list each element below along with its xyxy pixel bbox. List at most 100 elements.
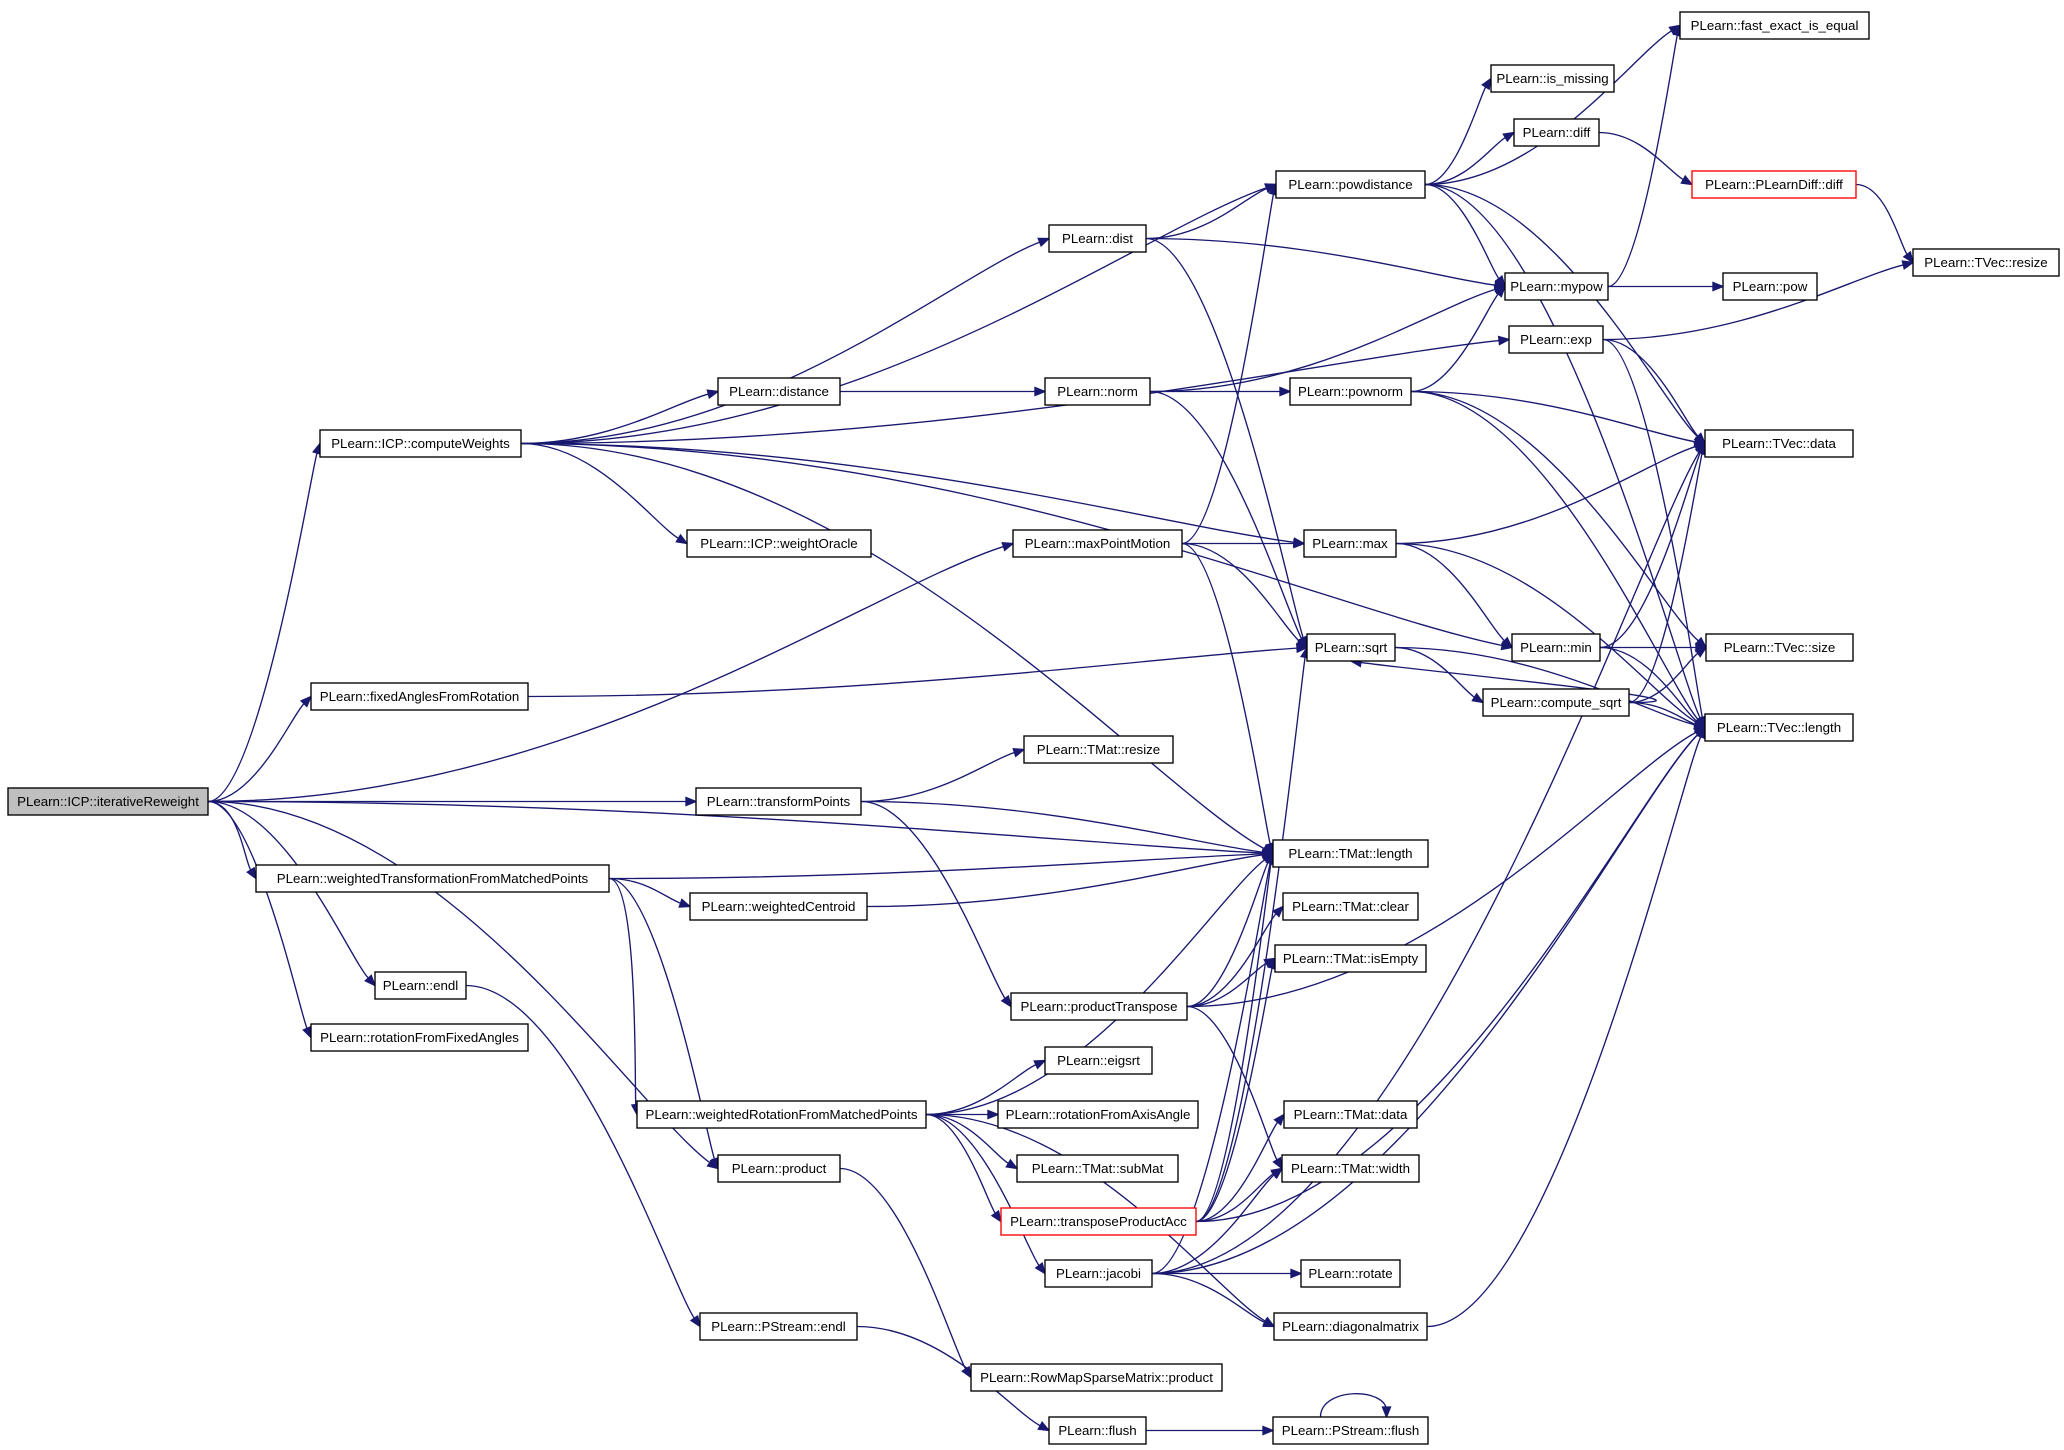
node-plearn-weightedtransformationfrommatchedpoints[interactable]: PLearn::weightedTransformationFromMatche…: [255, 864, 610, 893]
node-plearn-producttranspose[interactable]: PLearn::productTranspose: [1010, 992, 1188, 1021]
edge-line: [1395, 542, 1506, 642]
node-label: PLearn::sqrt: [1315, 640, 1388, 655]
node-label: PLearn::endl: [383, 978, 458, 993]
node-plearn-mypow[interactable]: PLearn::mypow: [1504, 272, 1609, 301]
arrowhead-icon: [1297, 635, 1308, 650]
node-plearn-exp[interactable]: PLearn::exp: [1508, 325, 1604, 354]
node-plearn-compute-sqrt[interactable]: PLearn::compute_sqrt: [1482, 688, 1630, 717]
node-plearn-tmat-clear[interactable]: PLearn::TMat::clear: [1282, 892, 1419, 921]
node-plearn-fast-exact-is-equal[interactable]: PLearn::fast_exact_is_equal: [1679, 11, 1870, 40]
edge-line: [465, 984, 695, 1319]
node-label: PLearn::is_missing: [1496, 71, 1608, 86]
arrowhead-icon: [364, 974, 377, 987]
node-plearn-eigsrt[interactable]: PLearn::eigsrt: [1044, 1046, 1153, 1075]
arrowhead-icon: [1272, 905, 1285, 918]
node-box: [686, 529, 872, 558]
edge-line: [1410, 293, 1499, 393]
call-edge-plearn-producttranspose-to-plearn-tmat-clear: [1186, 905, 1285, 1008]
arrowhead-icon: [706, 389, 720, 400]
node-plearn-tmat-submat[interactable]: PLearn::TMat::subMat: [1016, 1154, 1179, 1183]
node-plearn-max[interactable]: PLearn::max: [1303, 529, 1397, 558]
edge-line: [207, 800, 1264, 854]
node-plearn-dist[interactable]: PLearn::dist: [1048, 224, 1147, 253]
node-label: PLearn::TVec::data: [1722, 436, 1836, 451]
call-edge-plearn-dist-to-plearn-powdistance: [1145, 183, 1278, 240]
call-edge-plearn-icp-iterativereweight-to-plearn-weightedtransformationfrommatchedpoints: [207, 800, 257, 881]
node-plearn-tmat-isempty[interactable]: PLearn::TMat::isEmpty: [1274, 944, 1427, 973]
node-plearn-pstream-endl[interactable]: PLearn::PStream::endl: [699, 1312, 858, 1341]
node-plearn-rowmapsparsematrix-product[interactable]: PLearn::RowMapSparseMatrix::product: [970, 1363, 1223, 1392]
call-edge-plearn-diff-to-plearn-plearndiff-diff: [1598, 131, 1694, 186]
node-plearn-rotationfromaxisangle[interactable]: PLearn::rotationFromAxisAngle: [997, 1100, 1199, 1129]
node-plearn-weightedcentroid[interactable]: PLearn::weightedCentroid: [689, 892, 868, 921]
node-plearn-tmat-data[interactable]: PLearn::TMat::data: [1283, 1100, 1418, 1129]
node-plearn-transformpoints[interactable]: PLearn::transformPoints: [695, 787, 862, 816]
edge-line: [1151, 451, 1701, 1275]
node-plearn-norm[interactable]: PLearn::norm: [1044, 377, 1151, 406]
edge-line: [866, 854, 1264, 908]
node-label: PLearn::fast_exact_is_equal: [1691, 18, 1859, 33]
node-plearn-fixedanglesfromrotation[interactable]: PLearn::fixedAnglesFromRotation: [310, 682, 529, 711]
call-edge-plearn-weightedrotationfrommatchedpoints-to-plearn-tmat-length: [925, 852, 1275, 1116]
node-plearn-maxpointmotion[interactable]: PLearn::maxPointMotion: [1012, 529, 1183, 558]
node-plearn-diagonalmatrix[interactable]: PLearn::diagonalmatrix: [1273, 1312, 1428, 1341]
edge-line: [1628, 452, 1703, 704]
edge-line: [1602, 338, 1699, 437]
node-plearn-endl[interactable]: PLearn::endl: [374, 971, 467, 1000]
function-nodes: PLearn::ICP::iterativeReweight PLearn::IC…: [7, 11, 2060, 1445]
node-plearn-min[interactable]: PLearn::min: [1511, 633, 1601, 662]
node-plearn-transposeproductacc[interactable]: PLearn::transposeProductAcc: [1000, 1207, 1197, 1236]
node-label: PLearn::TVec::length: [1717, 720, 1841, 735]
node-plearn-powdistance[interactable]: PLearn::powdistance: [1275, 170, 1426, 199]
edge-line: [1394, 646, 1696, 726]
arrowhead-icon: [1694, 646, 1708, 658]
edge-line: [1424, 183, 1500, 280]
node-box: [310, 1023, 529, 1052]
call-edge-plearn-pownorm-to-plearn-tvec-length: [1410, 390, 1707, 729]
node-plearn-icp-weightoracle[interactable]: PLearn::ICP::weightOracle: [686, 529, 872, 558]
node-plearn-rotate[interactable]: PLearn::rotate: [1300, 1259, 1401, 1288]
node-plearn-tmat-resize[interactable]: PLearn::TMat::resize: [1023, 735, 1174, 764]
node-plearn-tvec-length[interactable]: PLearn::TVec::length: [1704, 713, 1854, 742]
arrowhead-icon: [1272, 1156, 1283, 1171]
node-plearn-sqrt[interactable]: PLearn::sqrt: [1306, 633, 1396, 662]
node-plearn-weightedrotationfrommatchedpoints[interactable]: PLearn::weightedRotationFromMatchedPoint…: [636, 1100, 927, 1129]
arrowhead-icon: [1502, 131, 1516, 143]
node-plearn-flush[interactable]: PLearn::flush: [1048, 1416, 1147, 1445]
node-plearn-jacobi[interactable]: PLearn::jacobi: [1044, 1259, 1153, 1288]
call-edge-plearn-diagonalmatrix-to-plearn-tvec-length: [1426, 725, 1706, 1328]
call-edge-plearn-jacobi-to-plearn-tvec-length: [1151, 726, 1707, 1275]
arrowhead-icon: [675, 533, 689, 545]
node-plearn-tvec-data[interactable]: PLearn::TVec::data: [1704, 429, 1854, 458]
node-plearn-tmat-length[interactable]: PLearn::TMat::length: [1272, 839, 1429, 868]
edge-line: [1186, 731, 1697, 1008]
node-plearn-pow[interactable]: PLearn::pow: [1722, 272, 1818, 301]
node-label: PLearn::TMat::clear: [1292, 899, 1409, 914]
node-plearn-is-missing[interactable]: PLearn::is_missing: [1490, 64, 1615, 93]
node-label: PLearn::RowMapSparseMatrix::product: [980, 1370, 1213, 1385]
call-edge-plearn-maxpointmotion-to-plearn-sqrt: [1181, 542, 1309, 649]
call-edge-plearn-weightedtransformationfrommatchedpoints-to-plearn-product: [608, 877, 719, 1171]
node-plearn-diff[interactable]: PLearn::diff: [1513, 118, 1600, 147]
arrowhead-icon: [1680, 174, 1694, 186]
node-plearn-icp-iterativereweight[interactable]: PLearn::ICP::iterativeReweight: [7, 787, 209, 816]
node-plearn-icp-computeweights[interactable]: PLearn::ICP::computeWeights: [319, 429, 522, 458]
arrowhead-icon: [246, 866, 257, 881]
node-plearn-tvec-resize[interactable]: PLearn::TVec::resize: [1912, 248, 2060, 277]
arrowhead-icon: [1494, 285, 1507, 298]
node-label: PLearn::productTranspose: [1021, 999, 1178, 1014]
node-plearn-rotationfromfixedangles[interactable]: PLearn::rotationFromFixedAngles: [310, 1023, 529, 1052]
node-plearn-product[interactable]: PLearn::product: [717, 1154, 841, 1183]
node-box: [1000, 1207, 1197, 1236]
edge-line: [1628, 652, 1699, 704]
node-plearn-tvec-size[interactable]: PLearn::TVec::size: [1705, 633, 1854, 662]
call-edge-plearn-compute-sqrt-to-plearn-tvec-size: [1628, 646, 1708, 704]
node-plearn-tmat-width[interactable]: PLearn::TMat::width: [1281, 1154, 1420, 1183]
edge-line: [1394, 646, 1475, 698]
node-plearn-plearndiff-diff[interactable]: PLearn::PLearnDiff::diff: [1691, 170, 1857, 199]
node-plearn-pownorm[interactable]: PLearn::pownorm: [1289, 377, 1412, 406]
edge-line: [925, 1113, 1009, 1164]
arrowhead-icon: [302, 1025, 312, 1040]
node-plearn-distance[interactable]: PLearn::distance: [717, 377, 841, 406]
node-plearn-pstream-flush[interactable]: PLearn::PStream::flush: [1272, 1416, 1429, 1445]
